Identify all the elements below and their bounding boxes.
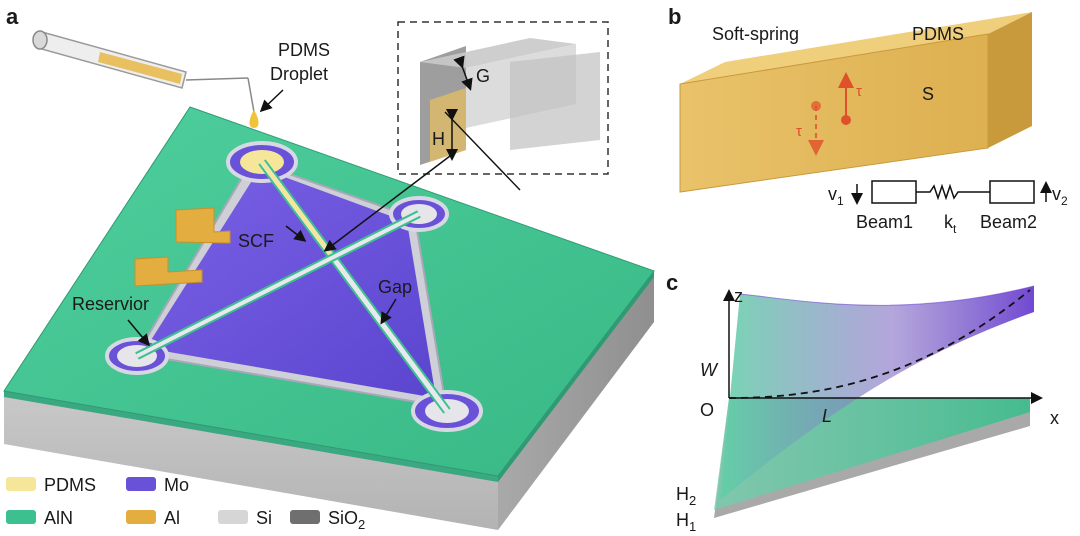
axes [723, 289, 1043, 404]
z-axis-label: z [734, 286, 743, 306]
legend-swatch-mo [126, 477, 156, 491]
origin-label: O [700, 400, 714, 420]
v1-label: v1 [828, 184, 844, 208]
tau-up-label: τ [856, 83, 862, 100]
pdms-droplet-label-1: PDMS [278, 40, 330, 60]
legend-swatch-si [218, 510, 248, 524]
pdms-label: PDMS [912, 24, 964, 44]
legend-label-aln: AlN [44, 508, 73, 528]
tau-arrows [808, 72, 854, 156]
panel-b-letter: b [668, 4, 681, 29]
h2-label: H2 [676, 484, 696, 508]
legend-label-al: Al [164, 508, 180, 528]
pdms-beam-box [679, 12, 1032, 193]
h1-label: H1 [676, 510, 696, 534]
deflected-beam [714, 285, 1035, 518]
beam2-label: Beam2 [980, 212, 1037, 232]
legend-label-mo: Mo [164, 475, 189, 495]
scf-label: SCF [238, 231, 274, 251]
legend-swatch-pdms [6, 477, 36, 491]
legend-swatch-sio2 [290, 510, 320, 524]
legend: PDMS Mo AlN Al Si SiO2 [6, 475, 365, 532]
cross-beams [135, 159, 451, 414]
pipette [32, 30, 259, 128]
beam1-label: Beam1 [856, 212, 913, 232]
panel-a-letter: a [6, 4, 19, 29]
inset-g-label: G [476, 66, 490, 86]
mo-membrane [135, 159, 448, 409]
panel-a-arrows [127, 89, 451, 347]
soft-spring-label: Soft-spring [712, 24, 799, 44]
pdms-droplet-label-2: Droplet [270, 64, 328, 84]
l-label: L [822, 406, 832, 426]
kt-label: kt [944, 212, 957, 236]
tau-down-label: τ [796, 123, 802, 140]
legend-label-si: Si [256, 508, 272, 528]
legend-swatch-aln [6, 510, 36, 524]
gap-label: Gap [378, 277, 412, 297]
panel-c-letter: c [666, 270, 678, 295]
reservoir-label: Reservior [72, 294, 149, 314]
al-pads [134, 207, 231, 287]
x-axis-label: x [1050, 408, 1059, 428]
v2-label: v2 [1052, 184, 1068, 208]
spring-model [851, 180, 1052, 205]
w-label: W [700, 360, 719, 380]
s-label: S [922, 84, 934, 104]
legend-swatch-al [126, 510, 156, 524]
legend-label-sio2: SiO2 [328, 508, 365, 532]
inset-h-label: H [432, 129, 445, 149]
inset-box [397, 21, 609, 191]
legend-label-pdms: PDMS [44, 475, 96, 495]
